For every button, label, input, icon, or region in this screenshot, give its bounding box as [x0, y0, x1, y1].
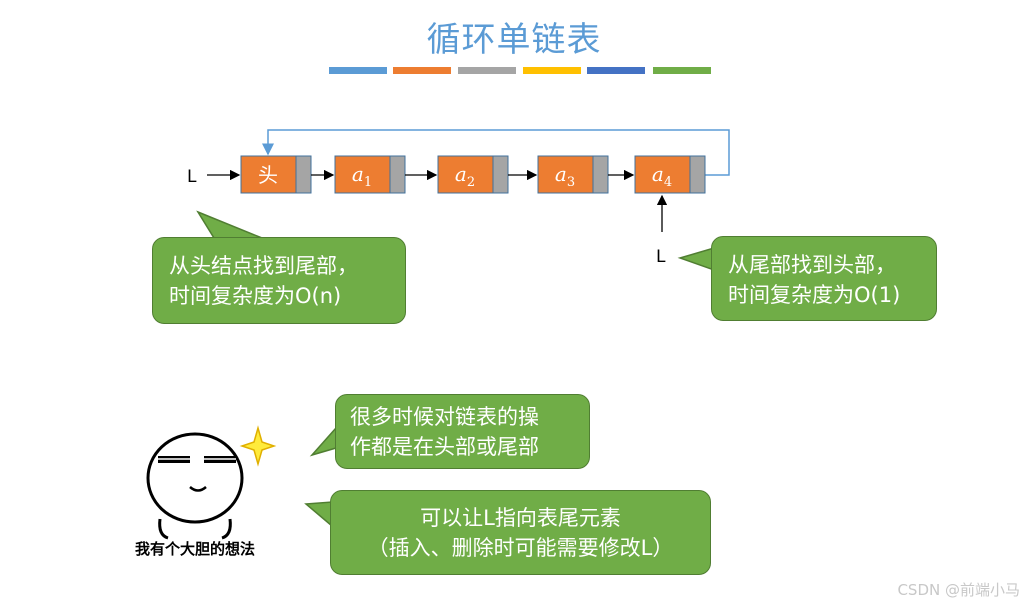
ops-note-line-2: 作都是在头部或尾部: [350, 435, 539, 459]
node-a1: a1: [334, 155, 406, 194]
node-a3-name: a: [555, 162, 567, 186]
right-note-bubble: 从尾部找到头部， 时间复杂度为O(1): [711, 236, 937, 321]
tail-pointer-label: L: [656, 247, 666, 267]
ops-note-line-1: 很多时候对链表的操: [350, 405, 539, 429]
left-note-line-2: 时间复杂度为O(n): [169, 284, 342, 308]
idea-note-tail: [304, 501, 333, 528]
idea-note-line-2: （插入、删除时可能需要修改L）: [367, 536, 674, 560]
color-bar-1: [329, 67, 387, 74]
color-bar-4: [523, 67, 581, 74]
svg-text:a4: a4: [652, 162, 672, 190]
head-node-label: 头: [258, 163, 278, 187]
head-pointer-label: L: [187, 167, 197, 187]
circular-back-link: [262, 129, 730, 176]
idea-note-line-1: 可以让L指向表尾元素: [420, 506, 621, 530]
svg-text:a1: a1: [352, 162, 372, 190]
right-note-tail: [677, 246, 715, 272]
head-node: 头: [240, 155, 312, 194]
color-bar-6: [653, 67, 711, 74]
ops-note-tail: [309, 426, 337, 457]
svg-text:a3: a3: [555, 162, 575, 190]
color-bar-5: [587, 67, 645, 74]
meme-caption: 我有个大胆的想法: [134, 540, 255, 558]
left-note-tail: [196, 210, 263, 239]
idea-note-bubble: 可以让L指向表尾元素 （插入、删除时可能需要修改L）: [330, 490, 711, 575]
node-a1-name: a: [352, 162, 364, 186]
ops-note-bubble: 很多时候对链表的操 作都是在头部或尾部: [335, 394, 590, 469]
node-a4-sub: 4: [664, 175, 672, 190]
color-bar-2: [393, 67, 451, 74]
right-note-line-1: 从尾部找到头部，: [728, 253, 896, 277]
left-note-line-1: 从头结点找到尾部，: [169, 254, 358, 278]
node-a4-name: a: [652, 162, 664, 186]
node-a2-sub: 2: [467, 175, 475, 190]
node-a2: a2: [437, 155, 509, 194]
watermark: CSDN @前端小马: [897, 581, 1020, 599]
color-bar-3: [458, 67, 516, 74]
node-a2-name: a: [455, 162, 467, 186]
sparkle-icon: [239, 425, 277, 467]
node-a4: a4: [634, 155, 706, 194]
node-a3-sub: 3: [567, 175, 575, 190]
node-a1-sub: 1: [364, 175, 372, 190]
right-note-line-2: 时间复杂度为O(1): [728, 283, 901, 307]
meme-face-icon: [146, 432, 244, 540]
left-note-bubble: 从头结点找到尾部， 时间复杂度为O(n): [152, 237, 406, 324]
node-a3: a3: [537, 155, 609, 194]
page-title: 循环单链表: [426, 20, 602, 60]
svg-text:a2: a2: [455, 162, 475, 190]
